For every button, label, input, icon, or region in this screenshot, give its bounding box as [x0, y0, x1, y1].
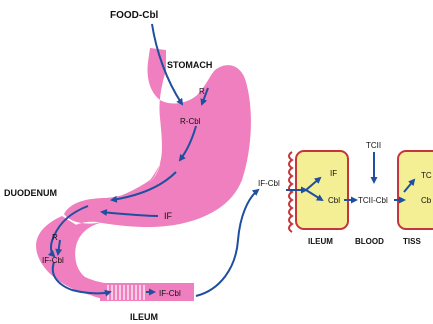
- label-cbl-inset: Cbl: [328, 196, 340, 205]
- label-duodenum: DUODENUM: [4, 188, 57, 198]
- label-tcii-cbl: TCII-Cbl: [358, 196, 388, 205]
- label-r-duodenum: R: [52, 233, 58, 242]
- label-if-stomach: IF: [164, 211, 173, 221]
- label-blood-inset: BLOOD: [355, 237, 384, 246]
- label-ileum-inset: ILEUM: [308, 237, 333, 246]
- label-ileum-bottom: ILEUM: [130, 312, 158, 322]
- label-if-cbl-duodenum: IF-Cbl: [42, 256, 64, 265]
- label-if-inset: IF: [330, 169, 337, 178]
- label-if-cbl-ileum: IF-Cbl: [159, 289, 181, 298]
- label-tcii: TCII: [366, 141, 381, 150]
- label-tissue-inset: TISS: [403, 237, 421, 246]
- label-if-cbl-inset: IF-Cbl: [258, 179, 280, 188]
- label-tcii-tissue: TC: [421, 171, 432, 180]
- label-r-top: R: [199, 87, 205, 96]
- label-cbl-tissue: Cb: [421, 196, 432, 205]
- label-stomach: STOMACH: [167, 60, 212, 70]
- label-food-cbl: FOOD-Cbl: [110, 10, 159, 21]
- stomach-organ: [36, 48, 251, 301]
- villi-border: [289, 152, 292, 232]
- tissue-cell: [398, 151, 433, 229]
- absorption-inset: [286, 151, 433, 232]
- label-r-cbl: R-Cbl: [180, 117, 201, 126]
